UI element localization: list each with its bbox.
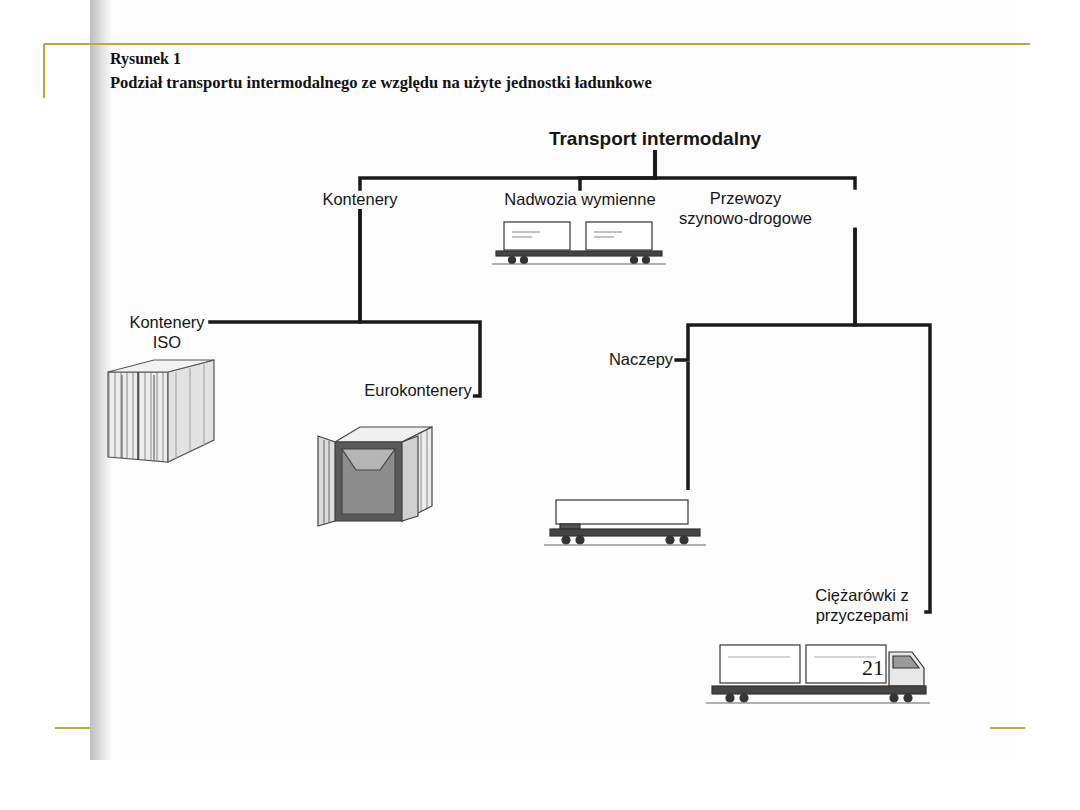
node-text: Transport intermodalny [549, 128, 761, 151]
category-label: Nadwozia wymienne [501, 189, 658, 211]
tree-connector [360, 152, 655, 189]
slide-frame [44, 44, 1030, 728]
category-label: Kontenery [319, 189, 400, 211]
page-number: 21 [862, 655, 884, 681]
node-text: Nadwozia wymienne [504, 190, 655, 210]
swap-body-wagon [492, 222, 666, 264]
tree-connector [360, 211, 480, 396]
scan-page [90, 0, 1015, 760]
tree-connector [210, 211, 360, 322]
euro-container [318, 427, 432, 526]
tree-connector [855, 230, 930, 612]
category-label: Przewozy szynowo-drogowe [672, 188, 858, 230]
unit-label: Naczepy [606, 349, 676, 371]
tree-connector [580, 152, 655, 189]
tree-connector [676, 230, 855, 360]
node-text: Kontenery ISO [127, 313, 207, 353]
figure-title: Rysunek 1 [110, 50, 181, 68]
unit-label: Ciężarówki z przyczepami [798, 585, 926, 627]
unit-label: Eurokontenery [361, 380, 474, 402]
node-text: Kontenery [322, 190, 397, 210]
node-text: Naczepy [609, 350, 673, 370]
node-text: Eurokontenery [364, 381, 471, 401]
iso-container [108, 360, 214, 462]
unit-label: Kontenery ISO [124, 312, 210, 354]
root-label: Transport intermodalny [546, 127, 764, 152]
tree-connector [655, 152, 855, 188]
figure-caption: Podział transportu intermodalnego ze wzg… [110, 73, 652, 93]
node-text: Przewozy szynowo-drogowe [675, 189, 816, 229]
semitrailer-wagon [544, 362, 706, 545]
node-text: Ciężarówki z przyczepami [801, 586, 923, 626]
truck-wagon [706, 645, 930, 703]
